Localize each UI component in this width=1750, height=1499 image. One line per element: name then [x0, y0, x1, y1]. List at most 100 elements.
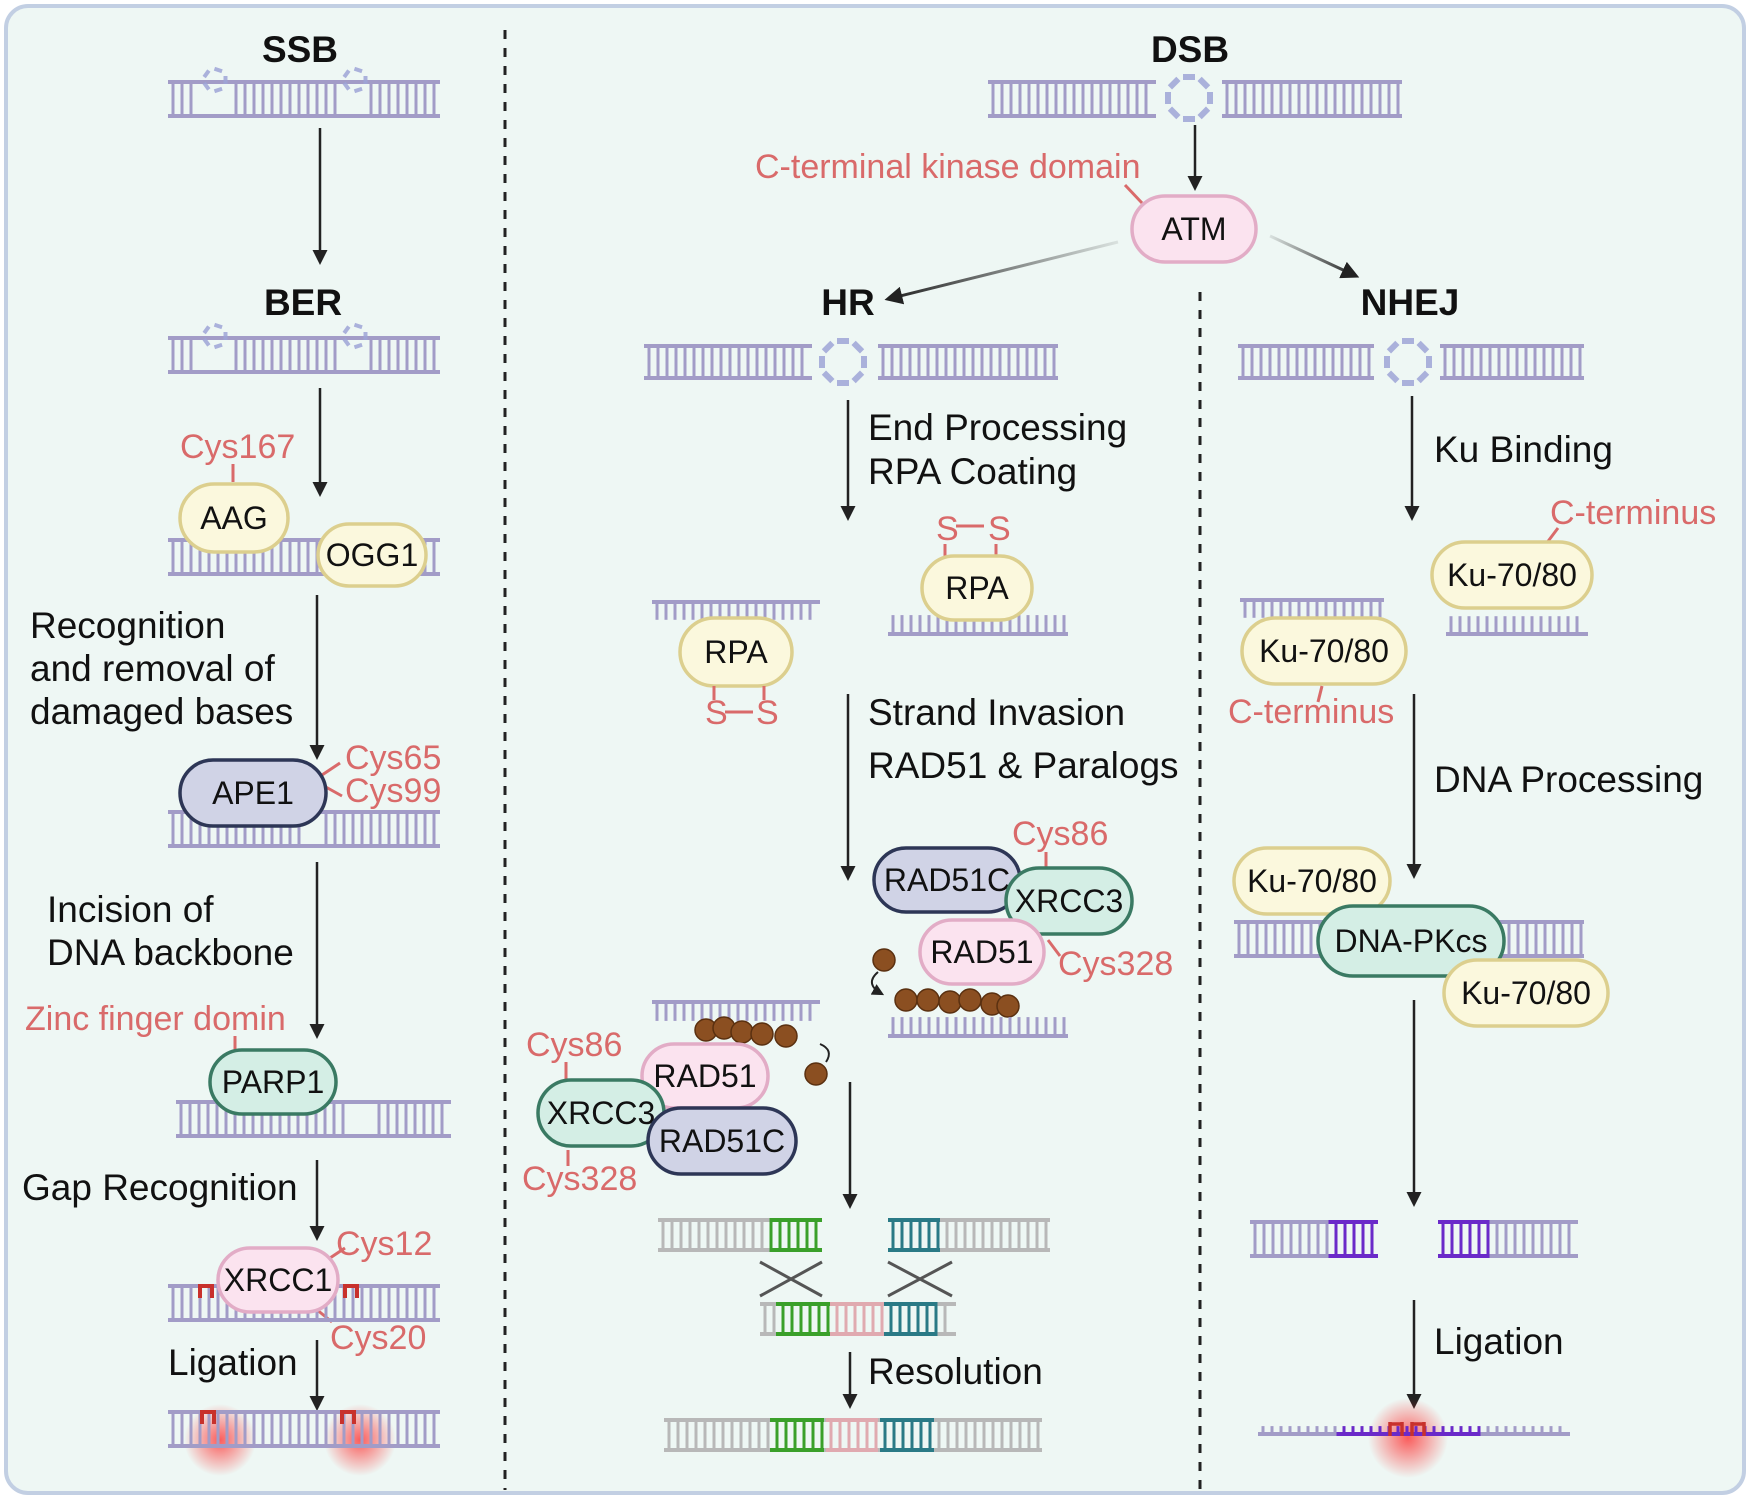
- zinc-finger-label: Zinc finger domin: [25, 1000, 286, 1038]
- damage-lesion-icon: [202, 66, 228, 94]
- protein-rpa-left: RPA: [678, 616, 794, 688]
- sulfur-label: S: [988, 510, 1011, 548]
- dna-strand-filament-right: [888, 1017, 1068, 1038]
- protein-label: APE1: [212, 775, 294, 811]
- dna-strand-hr-right: [878, 344, 1058, 380]
- protein-label: OGG1: [326, 537, 418, 573]
- dna-strand-ssb: [168, 80, 440, 118]
- ssb-title: SSB: [262, 29, 338, 70]
- double-strand-break-icon: [819, 338, 867, 386]
- protein-label: DNA-PKcs: [1335, 923, 1488, 959]
- filament-curl: [870, 971, 885, 996]
- double-strand-break-icon: [1165, 74, 1213, 122]
- protein-atm: ATM: [1130, 194, 1258, 264]
- gap-recognition-label: Gap Recognition: [22, 1167, 298, 1208]
- dna-strand-ligated: [168, 1410, 440, 1448]
- residue-tick: [321, 761, 341, 777]
- rad51-bead: [804, 1062, 828, 1086]
- cys86-label: Cys86: [1012, 815, 1108, 853]
- sulfur-label: S: [936, 510, 959, 548]
- rad51-bead: [958, 988, 982, 1012]
- protein-dnapkcs: DNA-PKcs: [1316, 904, 1506, 978]
- holliday-junction: [658, 1218, 1050, 1336]
- protein-ku-bottom: Ku-70/80: [1442, 958, 1610, 1028]
- dna-strand-ku-left: [1240, 598, 1384, 618]
- protein-ape1: APE1: [178, 758, 328, 828]
- protein-aag: AAG: [178, 482, 290, 554]
- recognition-line2: and removal of: [30, 648, 275, 689]
- damage-lesion-icon: [342, 322, 368, 350]
- dna-strand-rpa-right: [888, 615, 1068, 636]
- sulfur-label: S: [705, 694, 728, 732]
- dna-processing-label: DNA Processing: [1434, 759, 1703, 800]
- hr-step1-line1: End Processing: [868, 407, 1127, 448]
- recognition-line3: damaged bases: [30, 691, 293, 732]
- dna-strand-nhej-left: [1238, 344, 1374, 380]
- protein-label: RAD51C: [884, 862, 1010, 898]
- c-terminus-label: C-terminus: [1550, 494, 1716, 532]
- cys65-label: Cys65: [345, 739, 441, 777]
- dna-strand-processed-left: [1250, 1220, 1378, 1258]
- protein-ku-top: Ku-70/80: [1232, 846, 1392, 916]
- ligation-end-marks: [1388, 1422, 1426, 1436]
- ligation-label-nhej: Ligation: [1434, 1321, 1564, 1362]
- dna-strand-ber: [168, 336, 440, 374]
- double-strand-break-icon: [1384, 338, 1432, 386]
- kinase-domain-label: C-terminal kinase domain: [755, 148, 1141, 186]
- flow-arrow-to-hr: [884, 240, 1119, 305]
- protein-rad51c-left: RAD51C: [646, 1106, 798, 1176]
- dna-strand-hr-left: [644, 344, 812, 380]
- protein-rad51c-right: RAD51C: [872, 846, 1022, 914]
- rad51-bead: [750, 1022, 774, 1046]
- incision-line2: DNA backbone: [47, 932, 294, 973]
- protein-parp1: PARP1: [208, 1048, 338, 1116]
- dna-strand-dsb-right: [1222, 80, 1402, 118]
- filament-curl: [819, 1043, 830, 1063]
- protein-label: RAD51: [653, 1058, 756, 1094]
- rad51-bead: [730, 1020, 754, 1044]
- residue-tick: [1046, 939, 1062, 957]
- protein-ku-right: Ku-70/80: [1430, 540, 1594, 610]
- ligation-end-marks: [200, 1410, 356, 1424]
- protein-label: RPA: [704, 634, 768, 670]
- hr-step1-line2: RPA Coating: [868, 451, 1077, 492]
- cys12-label: Cys12: [336, 1225, 432, 1263]
- ku-binding-label: Ku Binding: [1434, 429, 1613, 470]
- ber-title: BER: [264, 282, 342, 323]
- nhej-title: NHEJ: [1361, 282, 1460, 323]
- hr-step2-line2: RAD51 & Paralogs: [868, 745, 1179, 786]
- dna-strand-resolved: [664, 1418, 1042, 1452]
- protein-label: Ku-70/80: [1247, 863, 1377, 899]
- protein-rad51-right: RAD51: [918, 918, 1046, 986]
- rad51-bead: [894, 988, 918, 1012]
- dna-strand-filament-left: [652, 1000, 820, 1021]
- rad51-bead: [774, 1024, 798, 1048]
- protein-rpa-right: RPA: [920, 554, 1034, 622]
- protein-xrcc3-right: XRCC3: [1004, 866, 1134, 936]
- protein-xrcc3-left: XRCC3: [536, 1078, 666, 1148]
- protein-label: XRCC3: [1015, 883, 1123, 919]
- rad51-bead: [872, 948, 896, 972]
- residue-tick: [329, 1246, 346, 1260]
- protein-label: RPA: [945, 570, 1009, 606]
- protein-label: PARP1: [222, 1064, 325, 1100]
- dna-strand-processed-right: [1438, 1220, 1578, 1258]
- cys20-label: Cys20: [330, 1319, 426, 1357]
- protein-xrcc1: XRCC1: [216, 1246, 340, 1314]
- resolution-label: Resolution: [868, 1351, 1043, 1392]
- rad51-bead: [938, 990, 962, 1014]
- c-terminus-label: C-terminus: [1228, 693, 1394, 731]
- disulfide-bond-rpa-left: [712, 686, 766, 714]
- protein-label: Ku-70/80: [1447, 557, 1577, 593]
- rad51-filament-beads: [872, 948, 1020, 1018]
- rad51-bead: [916, 988, 940, 1012]
- dna-strand-rpa-left: [652, 600, 820, 620]
- dna-strand-nhej-right: [1440, 344, 1584, 380]
- ligation-end-marks: [198, 1284, 359, 1298]
- residue-tick: [1316, 685, 1324, 703]
- cys328-label: Cys328: [1058, 945, 1173, 983]
- protein-label: Ku-70/80: [1461, 975, 1591, 1011]
- ligation-label-ber: Ligation: [168, 1342, 298, 1383]
- hr-title: HR: [821, 282, 874, 323]
